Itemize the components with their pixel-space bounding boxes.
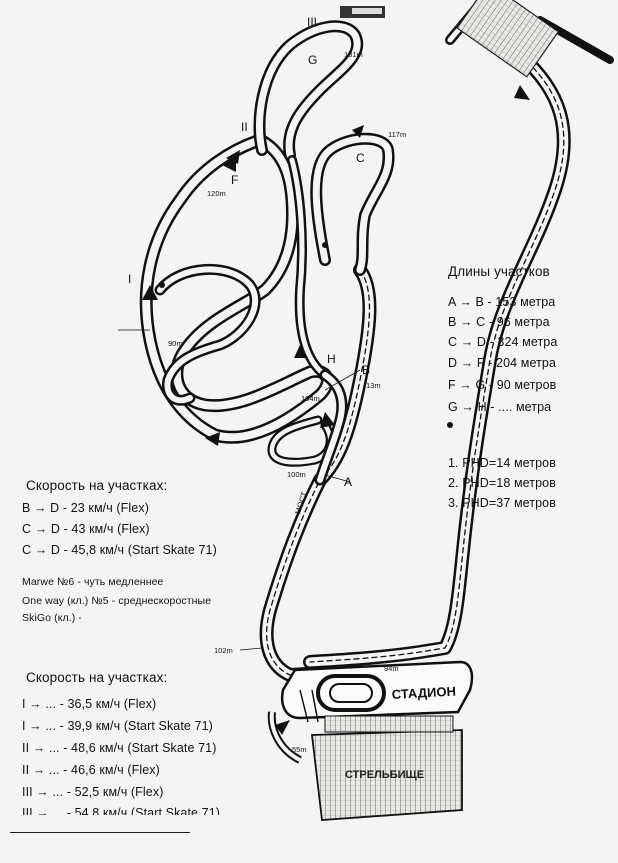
stadium-area bbox=[281, 660, 474, 723]
speed-title-1: Скорость на участках: bbox=[26, 478, 168, 493]
shooting-range bbox=[310, 715, 463, 821]
speed-item: III → ... - 52,5 км/ч (Flex) bbox=[22, 785, 164, 799]
turn-markers bbox=[159, 242, 453, 428]
speed-item: I → ... - 39,9 км/ч (Start Skate 71) bbox=[22, 719, 213, 733]
speed-item: C → D - 45,8 км/ч (Start Skate 71) bbox=[22, 543, 217, 557]
speed-item: C → D - 43 км/ч (Flex) bbox=[22, 522, 150, 536]
access-path bbox=[267, 711, 302, 764]
point-f: F bbox=[231, 173, 238, 187]
speed-item: II → ... - 46,6 км/ч (Flex) bbox=[22, 763, 160, 777]
point-i: I bbox=[128, 272, 131, 286]
point-h: H bbox=[327, 352, 336, 366]
dist-100m: 100m bbox=[287, 470, 306, 479]
point-iii: III bbox=[307, 15, 317, 29]
phd-item: 2. PHD=18 метров bbox=[448, 476, 556, 490]
segment-item: B → C - 96 метра bbox=[448, 315, 550, 329]
dist-117m: 117m bbox=[388, 130, 406, 139]
point-b: B bbox=[362, 363, 370, 377]
dist-90m: 90m bbox=[168, 339, 183, 348]
dist-104m: 104m bbox=[301, 394, 320, 403]
phd-item: 1. PHD=14 метров bbox=[448, 456, 556, 470]
segment-item: C → D - 324 метра bbox=[448, 335, 558, 349]
dist-94m: 94m bbox=[384, 664, 399, 673]
note-item: One way (кл.) №5 - среднескоростные bbox=[22, 595, 212, 607]
track-h-connector bbox=[314, 369, 348, 486]
top-bridge bbox=[340, 6, 385, 18]
point-g: G bbox=[308, 53, 317, 67]
stadium-oval-inner bbox=[329, 683, 373, 703]
segment-item: G → H - .... метра bbox=[448, 400, 552, 414]
stadium-oval-outer bbox=[316, 674, 386, 712]
point-c: C bbox=[356, 151, 365, 165]
speed-item: B → D - 23 км/ч (Flex) bbox=[22, 501, 149, 515]
track-right-trail bbox=[303, 48, 571, 669]
track-link-g-h bbox=[287, 155, 330, 380]
label-shooting: СТРЕЛЬБИЩЕ bbox=[345, 769, 424, 781]
label-lines bbox=[118, 329, 361, 651]
dist-13m: 13m bbox=[366, 381, 381, 390]
track-inner-loop bbox=[154, 263, 261, 406]
speed-item: II → ... - 48,6 км/ч (Start Skate 71) bbox=[22, 741, 217, 755]
segment-item: F → G - 90 метров bbox=[448, 378, 557, 392]
track-c-loop bbox=[310, 132, 395, 276]
dist-55m: 55m bbox=[292, 745, 307, 754]
point-ii: II bbox=[241, 120, 248, 134]
segment-item: D → F - 204 метра bbox=[448, 356, 557, 370]
segment-item: A → B - 153 метра bbox=[448, 295, 556, 309]
dist-131m: 131m bbox=[344, 50, 363, 59]
point-a: A bbox=[344, 475, 352, 489]
note-item: SkiGo (кл.) - bbox=[22, 612, 82, 624]
top-right-hatching bbox=[456, 0, 560, 78]
phd-item: 3. PHD=37 метров bbox=[448, 496, 556, 510]
note-item: Marwe №6 - чуть медленнее bbox=[22, 576, 164, 588]
segments-title: Длины участков bbox=[448, 264, 550, 279]
dist-102m: 102m bbox=[214, 646, 233, 655]
label-stadium: СТАДИОН bbox=[391, 684, 456, 702]
speed-title-2: Скорость на участках: bbox=[26, 670, 168, 685]
speed-item: III → ... - 54,8 км/ч (Start Skate 71) bbox=[22, 806, 221, 815]
bottom-rule bbox=[10, 832, 190, 833]
dist-120m: 120m bbox=[207, 189, 226, 198]
direction-arrows bbox=[142, 85, 530, 735]
speed-item: I → ... - 36,5 км/ч (Flex) bbox=[22, 697, 157, 711]
track-g-loop bbox=[253, 20, 364, 161]
